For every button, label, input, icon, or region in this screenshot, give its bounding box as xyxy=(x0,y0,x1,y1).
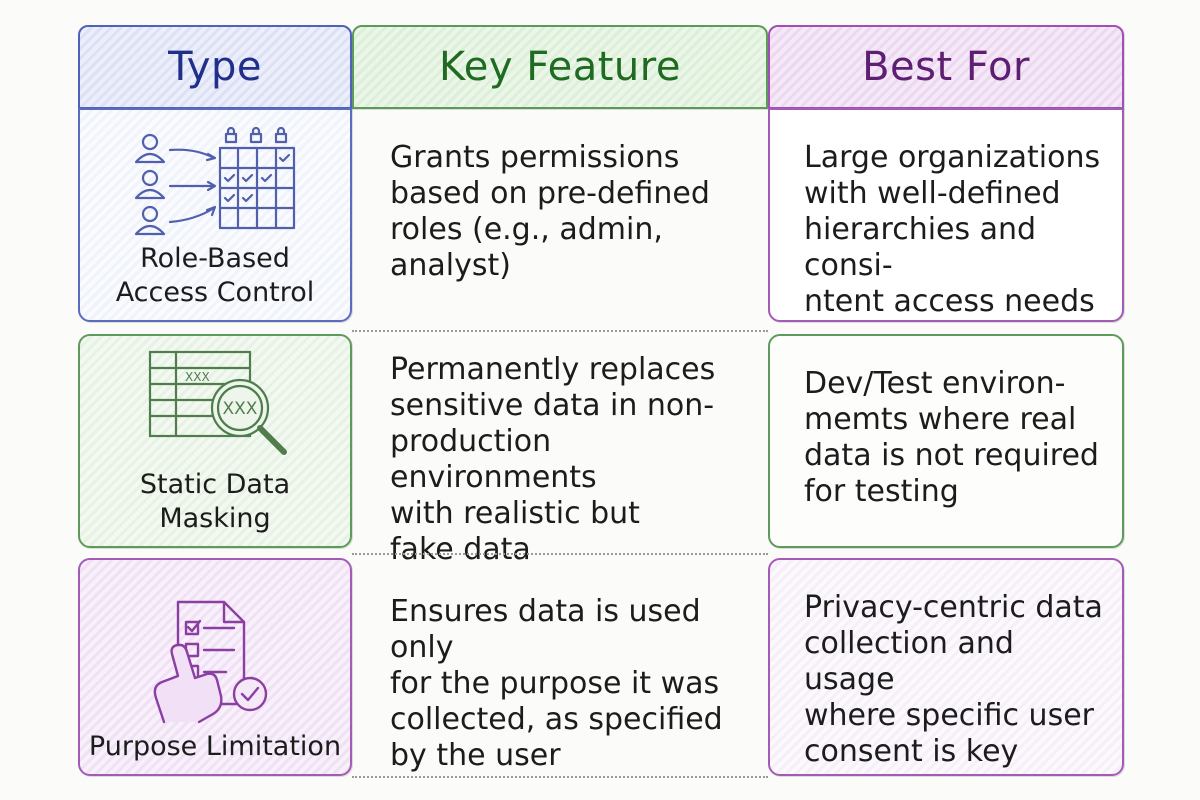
users-to-permission-grid-icon xyxy=(134,126,296,236)
row-separator xyxy=(352,553,768,555)
header-key-feature: Key Feature xyxy=(352,25,768,109)
svg-text:XXX: XXX xyxy=(223,399,258,419)
svg-text:XXX: XXX xyxy=(185,370,210,384)
masked-table-magnifier-icon: XXX XXX xyxy=(148,350,287,455)
header-best-for: Best For xyxy=(768,25,1124,109)
type-label-static-masking: Static Data Masking xyxy=(139,469,291,534)
best-for-static-masking: Dev/Test environ-memts where real data i… xyxy=(768,334,1124,548)
checklist-hand-icon xyxy=(153,600,268,724)
row-separator xyxy=(352,330,768,332)
type-cell-static-masking: XXX XXX Static Data Masking xyxy=(78,334,352,548)
type-label-purpose-limitation: Purpose Limitation xyxy=(88,731,342,762)
type-cell-rbac: Role-Based Access Control xyxy=(78,108,352,322)
header-type: Type xyxy=(78,25,352,109)
type-label-rbac: Role-Based Access Control xyxy=(115,243,315,308)
row-separator xyxy=(352,776,768,778)
type-cell-purpose-limitation: Purpose Limitation xyxy=(78,558,352,776)
